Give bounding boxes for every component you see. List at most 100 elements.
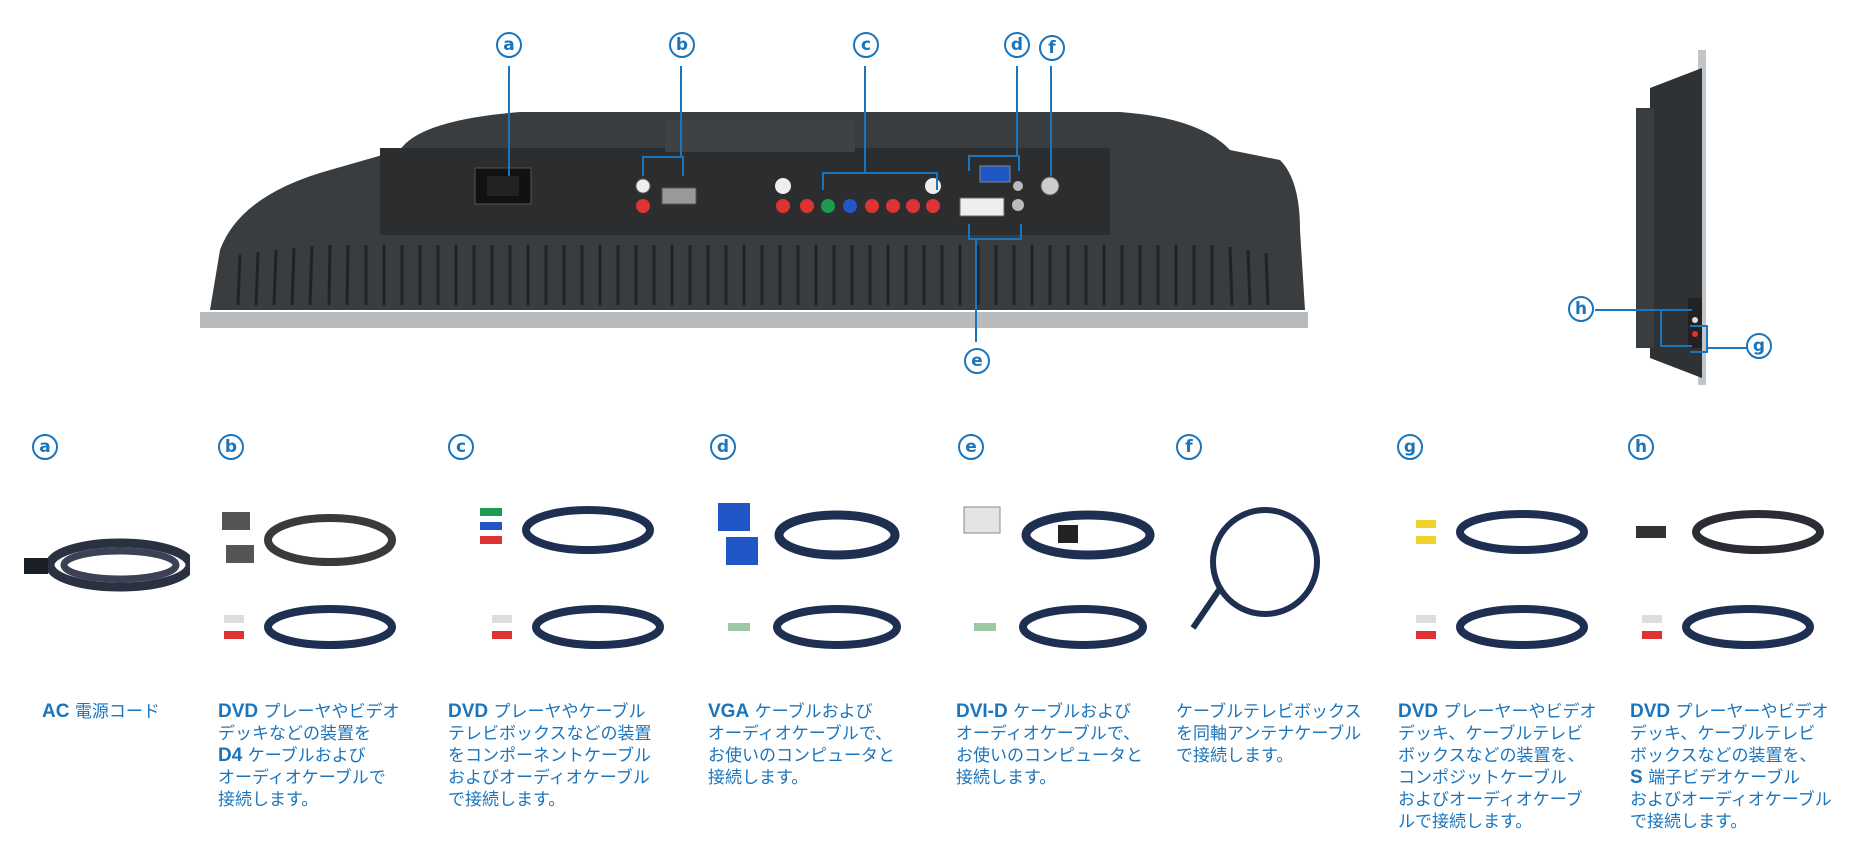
- desc-line: DVD プレーヤーやビデオ: [1630, 701, 1832, 723]
- callout-f: f: [1176, 434, 1202, 460]
- audio-cable-image-g: [1416, 605, 1588, 649]
- desc-line-text: で接続します。: [1630, 812, 1748, 832]
- audio-cable-image-h: [1642, 605, 1814, 649]
- component-cable-image: [480, 506, 654, 554]
- desc-line-text: ケーブルテレビボックス: [1176, 702, 1362, 722]
- desc-line-text: 接続します。: [708, 768, 809, 788]
- bracket-d: [968, 155, 1020, 171]
- callout-e-top: e: [964, 348, 990, 374]
- callout-b-top: b: [669, 32, 695, 58]
- desc-line-text: ルで接続します。: [1398, 812, 1533, 832]
- desc-line: で接続します。: [1176, 745, 1361, 767]
- audio-cable-image-e: [974, 605, 1147, 649]
- bracket-h: [1660, 309, 1692, 347]
- bracket-c: [822, 172, 938, 190]
- desc-line: オーディオケーブルで: [218, 767, 400, 789]
- callout-e: e: [958, 434, 984, 460]
- desc-c: DVD プレーヤやケーブルテレビボックスなどの装置をコンポーネントケーブルおよび…: [448, 701, 652, 811]
- desc-a-text: 電源コード: [69, 702, 160, 722]
- desc-line: 接続します。: [956, 767, 1143, 789]
- desc-h: DVD プレーヤーやビデオデッキ、ケーブルテレビボックスなどの装置を、S 端子ビ…: [1630, 701, 1832, 833]
- callout-c-top: c: [853, 32, 879, 58]
- desc-line-text: およびオーディオケーブル: [1630, 790, 1832, 810]
- desc-line-text: お使いのコンピュータと: [708, 746, 895, 766]
- desc-line-text: をコンポーネントケーブル: [448, 746, 651, 766]
- desc-a: AC 電源コード: [42, 701, 160, 723]
- leader-f: [1050, 66, 1052, 176]
- callout-h: h: [1628, 434, 1654, 460]
- desc-line-bold: DVD: [1630, 701, 1671, 722]
- desc-line-text: デッキ、ケーブルテレビ: [1398, 724, 1584, 744]
- desc-line-text: ケーブルおよび: [1007, 702, 1132, 722]
- audio-cable-image-b: [224, 605, 396, 649]
- desc-line: で接続します。: [448, 789, 652, 811]
- desc-line-text: を同軸アンテナケーブル: [1176, 724, 1362, 744]
- composite-cable-image: [1416, 510, 1588, 554]
- callout-a-top: a: [496, 32, 522, 58]
- desc-line-text: お使いのコンピュータと: [956, 746, 1143, 766]
- desc-line: 接続します。: [708, 767, 895, 789]
- desc-line-text: デッキなどの装置を: [218, 724, 371, 744]
- desc-line: ボックスなどの装置を、: [1398, 745, 1597, 767]
- desc-line-bold: S: [1630, 767, 1643, 788]
- leader-g: [1706, 347, 1762, 349]
- vga-cable-image: [718, 503, 900, 565]
- leader-a: [508, 66, 510, 176]
- desc-line: S 端子ビデオケーブル: [1630, 767, 1832, 789]
- desc-line-text: デッキ、ケーブルテレビ: [1630, 724, 1816, 744]
- desc-line-bold: DVI-D: [956, 701, 1008, 722]
- desc-f: ケーブルテレビボックスを同軸アンテナケーブルで接続します。: [1176, 701, 1361, 767]
- desc-line: D4 ケーブルおよび: [218, 745, 400, 767]
- desc-line-text: プレーヤやケーブル: [488, 702, 646, 722]
- callout-g-top: g: [1746, 333, 1772, 359]
- desc-line-text: オーディオケーブルで: [218, 768, 386, 788]
- desc-line: ルで接続します。: [1398, 811, 1597, 833]
- desc-line-text: 接続します。: [956, 768, 1057, 788]
- leader-h: [1595, 309, 1660, 311]
- bracket-g: [1690, 325, 1708, 353]
- leader-c: [864, 66, 866, 174]
- s-video-cable-image: [1636, 510, 1824, 554]
- desc-a-bold: AC: [42, 701, 70, 722]
- desc-line-text: プレーヤーやビデオ: [1438, 702, 1597, 722]
- ac-power-cord-image: [24, 538, 190, 592]
- desc-line: お使いのコンピュータと: [956, 745, 1143, 767]
- desc-line-bold: DVD: [1398, 701, 1439, 722]
- desc-line-text: 端子ビデオケーブル: [1642, 768, 1801, 788]
- desc-line: 接続します。: [218, 789, 400, 811]
- callout-f-top: f: [1039, 35, 1065, 61]
- callout-b: b: [218, 434, 244, 460]
- callout-h-top: h: [1568, 296, 1594, 322]
- desc-g: DVD プレーヤーやビデオデッキ、ケーブルテレビボックスなどの装置を、コンポジッ…: [1398, 701, 1597, 833]
- audio-cable-image-c: [492, 605, 664, 649]
- desc-line-text: コンポジットケーブル: [1398, 768, 1567, 788]
- desc-line-text: ボックスなどの装置を、: [1398, 746, 1585, 766]
- dvi-cable-image: [963, 506, 1155, 560]
- desc-line: デッキ、ケーブルテレビ: [1630, 723, 1832, 745]
- desc-line-text: オーディオケーブルで、: [708, 724, 893, 744]
- desc-line-bold: DVD: [218, 701, 259, 722]
- callout-c: c: [448, 434, 474, 460]
- desc-line: ボックスなどの装置を、: [1630, 745, 1832, 767]
- desc-d: VGA ケーブルおよびオーディオケーブルで、お使いのコンピュータと接続します。: [708, 701, 895, 789]
- desc-e: DVI-D ケーブルおよびオーディオケーブルで、お使いのコンピュータと接続します…: [956, 701, 1143, 789]
- desc-line: DVI-D ケーブルおよび: [956, 701, 1143, 723]
- desc-line-bold: DVD: [448, 701, 489, 722]
- d4-cable-image: [222, 512, 396, 566]
- desc-line: コンポジットケーブル: [1398, 767, 1597, 789]
- callout-d: d: [710, 434, 736, 460]
- desc-line: DVD プレーヤやビデオ: [218, 701, 400, 723]
- bracket-e: [968, 224, 1022, 240]
- desc-line-text: およびオーディオケーブル: [448, 768, 650, 788]
- callout-d-top: d: [1004, 32, 1030, 58]
- desc-line-text: およびオーディオケーブ: [1398, 790, 1583, 810]
- desc-line-text: プレーヤやビデオ: [258, 702, 400, 722]
- desc-line: ケーブルテレビボックス: [1176, 701, 1361, 723]
- desc-line-text: ケーブルおよび: [242, 746, 366, 766]
- desc-line-bold: VGA: [708, 701, 750, 722]
- desc-line: およびオーディオケーブ: [1398, 789, 1597, 811]
- desc-line-text: オーディオケーブルで、: [956, 724, 1141, 744]
- desc-line-text: テレビボックスなどの装置: [448, 724, 652, 744]
- desc-line: DVD プレーヤやケーブル: [448, 701, 652, 723]
- callout-a: a: [32, 434, 58, 460]
